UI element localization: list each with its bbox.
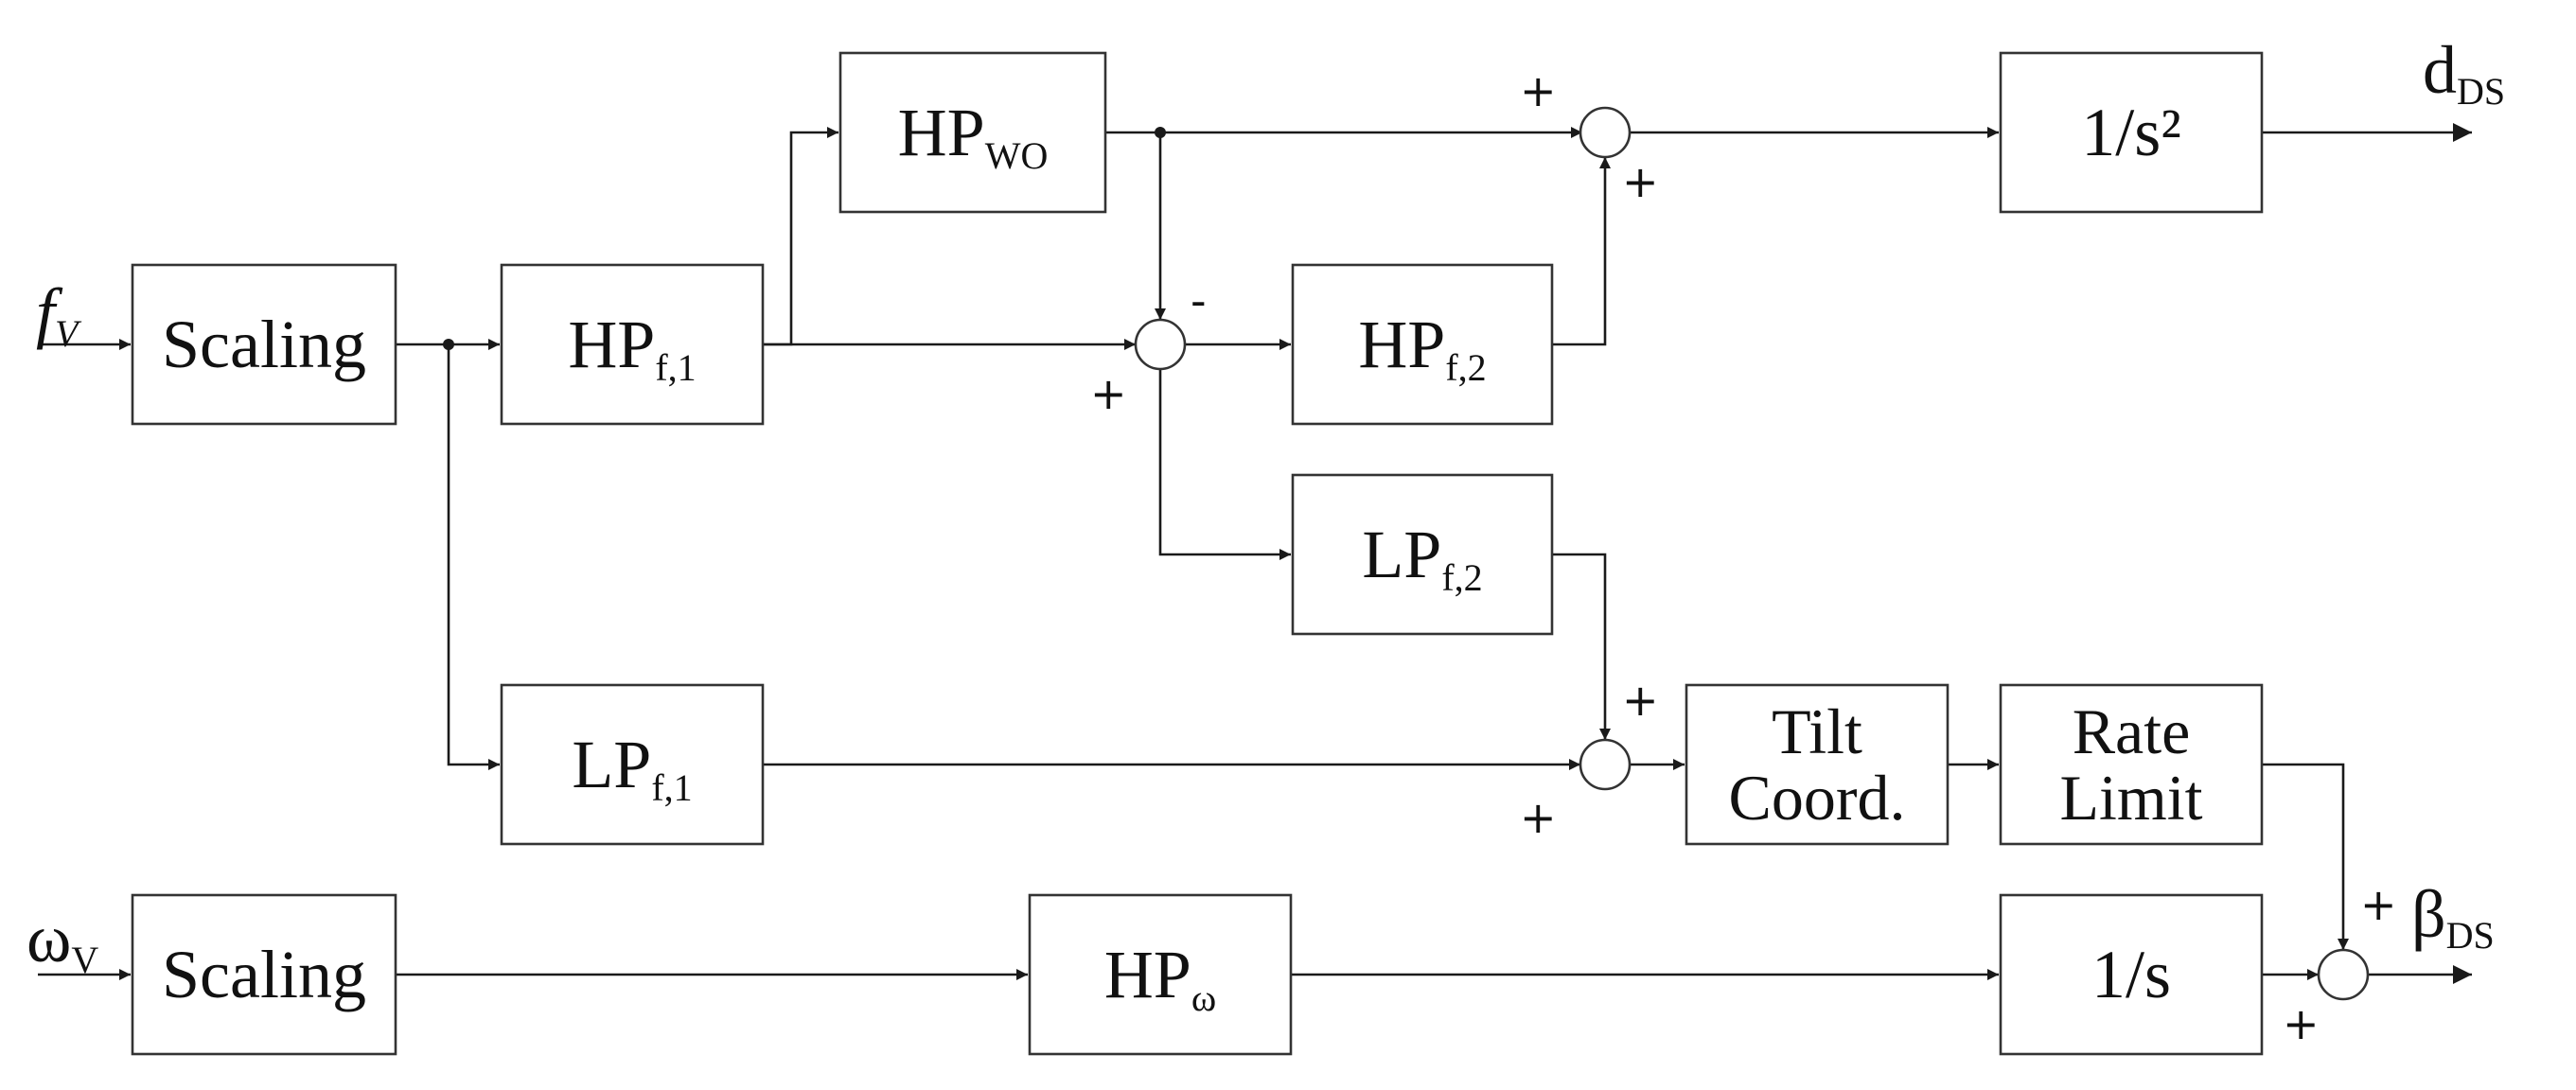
block-lp-f2-label: LP <box>1362 517 1441 592</box>
block-scaling-f: Scaling <box>131 263 397 426</box>
sum-junction-out <box>2317 948 2370 1001</box>
block-hp-wo-sub: WO <box>985 134 1049 177</box>
sign-sum-tilt-left: + <box>1520 792 1557 843</box>
output-bds-label: β <box>2411 876 2446 952</box>
block-hp-f1-sub: f,1 <box>655 346 696 389</box>
svg-text:dDS: dDS <box>2423 32 2505 113</box>
block-double-integrator: 1/s² <box>1999 51 2264 214</box>
svg-text:HPWO: HPWO <box>898 95 1049 177</box>
block-lp-f2-sub: f,2 <box>1441 556 1482 599</box>
svg-text:ωV: ωV <box>26 901 98 981</box>
sign-sum-tilt-top: + <box>1622 675 1659 726</box>
block-hp-omega: HPω <box>1028 893 1293 1056</box>
wire-hpf2-sumtop <box>1552 157 1611 346</box>
output-dds-sub: DS <box>2457 70 2505 113</box>
sign-sum-top-left: + <box>1520 65 1557 116</box>
block-integrator-label: 1/s <box>2091 937 2171 1012</box>
input-fv-sub: V <box>55 312 82 355</box>
block-tilt-coordination: Tilt Coord. <box>1685 683 1950 846</box>
wire-summid-lpf2 <box>1158 369 1291 560</box>
block-lp-f1-sub: f,1 <box>651 766 692 809</box>
block-rate-limit-line1: Rate <box>2073 695 2191 767</box>
block-rate-limit: Rate Limit <box>1999 683 2264 846</box>
svg-text:HPω: HPω <box>1104 937 1216 1019</box>
sign-sum-mid-left: + <box>1090 368 1127 419</box>
block-hp-wo: HPWO <box>838 51 1107 214</box>
signal-lines <box>38 123 2472 984</box>
block-scaling-f-label: Scaling <box>162 307 366 382</box>
block-hp-wo-label: HP <box>898 95 985 170</box>
block-rate-limit-line2: Limit <box>2059 762 2202 834</box>
block-integrator: 1/s <box>1999 893 2264 1056</box>
sum-junction-mid <box>1134 318 1187 371</box>
input-wv-label: ω <box>26 901 71 976</box>
block-lp-f1: LPf,1 <box>500 683 765 846</box>
block-hp-f2-label: HP <box>1358 307 1445 382</box>
sign-sum-mid-top: - <box>1191 275 1207 326</box>
svg-text:LPf,2: LPf,2 <box>1362 517 1482 599</box>
block-hp-f2: HPf,2 <box>1291 263 1554 426</box>
svg-text:fV: fV <box>36 274 82 355</box>
junction-dot-scaling <box>443 339 454 350</box>
sign-sum-out-top: + <box>2360 879 2397 930</box>
svg-text:LPf,1: LPf,1 <box>572 727 692 809</box>
sign-sum-top-bottom: + <box>1622 156 1659 207</box>
output-dds-label: d <box>2423 32 2457 108</box>
input-wv-sub: V <box>71 939 98 981</box>
block-scaling-w: Scaling <box>131 893 397 1056</box>
output-bds-sub: DS <box>2446 914 2495 957</box>
svg-text:βDS: βDS <box>2411 876 2495 957</box>
wire-rate-sumout <box>2262 763 2349 950</box>
block-hp-omega-sub: ω <box>1191 976 1216 1019</box>
block-hp-f1: HPf,1 <box>500 263 765 426</box>
block-scaling-w-label: Scaling <box>162 937 366 1012</box>
block-lp-f2: LPf,2 <box>1291 473 1554 636</box>
block-hp-f1-label: HP <box>568 307 655 382</box>
wire-lpf2-sumtilt <box>1552 553 1611 740</box>
wire-hpf1-hpwo <box>763 127 838 346</box>
wire-branch-lpf1 <box>447 344 500 770</box>
svg-text:HPf,1: HPf,1 <box>568 307 696 389</box>
sum-junction-tilt <box>1579 738 1632 791</box>
sign-sum-out-left: + <box>2283 998 2320 1049</box>
sum-junction-top <box>1579 106 1632 159</box>
block-hp-omega-label: HP <box>1104 937 1191 1012</box>
block-hp-f2-sub: f,2 <box>1445 346 1486 389</box>
block-lp-f1-label: LP <box>572 727 651 802</box>
block-double-integrator-label: 1/s² <box>2081 95 2181 170</box>
svg-text:HPf,2: HPf,2 <box>1358 307 1486 389</box>
junction-dot-hpwo <box>1155 127 1166 138</box>
block-tilt-coordination-line1: Tilt <box>1772 695 1862 767</box>
block-tilt-coordination-line2: Coord. <box>1729 762 1906 834</box>
